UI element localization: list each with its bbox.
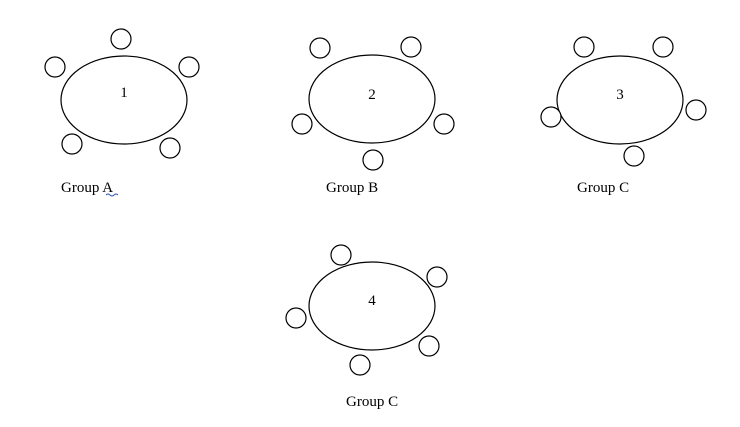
- table-1: [60, 55, 188, 145]
- table-group-3: 3 Group C: [540, 36, 707, 196]
- seat: [349, 354, 371, 376]
- seat: [309, 37, 331, 59]
- group-label-3: Group C: [577, 180, 629, 196]
- seat: [623, 145, 645, 167]
- group-label-1: Group A: [61, 180, 113, 196]
- table-number-1: 1: [120, 85, 128, 101]
- seat: [540, 106, 562, 128]
- seat: [573, 36, 595, 58]
- seat: [178, 56, 200, 78]
- table-4: [308, 261, 436, 351]
- group-label-4: Group C: [346, 394, 398, 410]
- seat: [418, 335, 440, 357]
- table-group-2: 2 Group B: [291, 36, 455, 196]
- seat: [110, 28, 132, 50]
- seat: [330, 244, 352, 266]
- seat: [426, 266, 448, 288]
- table-group-4: 4 Group C: [285, 244, 448, 410]
- table-number-3: 3: [616, 87, 624, 103]
- seat: [291, 113, 313, 135]
- table-number-4: 4: [368, 293, 376, 309]
- table-group-1: 1 Group A: [44, 28, 200, 197]
- table-3: [556, 55, 684, 145]
- seat: [400, 36, 422, 58]
- seat: [61, 133, 83, 155]
- seat: [652, 36, 674, 58]
- spellcheck-underline: [105, 193, 119, 197]
- seat: [685, 99, 707, 121]
- seat: [159, 137, 181, 159]
- table-2: [308, 54, 436, 144]
- seat: [433, 113, 455, 135]
- group-label-2: Group B: [326, 180, 378, 196]
- seat: [285, 307, 307, 329]
- seat: [44, 56, 66, 78]
- seat: [362, 149, 384, 171]
- table-number-2: 2: [368, 87, 376, 103]
